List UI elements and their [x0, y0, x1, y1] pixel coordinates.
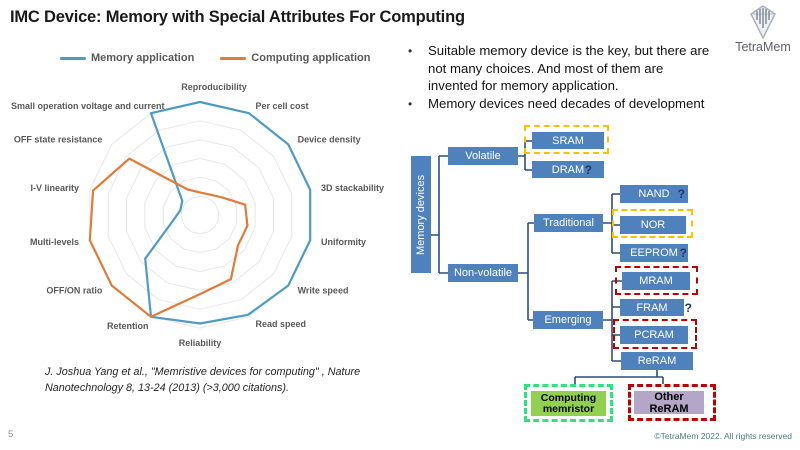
tree-node-label: NAND — [638, 188, 670, 200]
radar-axis-label: OFF state resistance — [14, 135, 103, 145]
copyright-text: ©TetraMem 2022. All rights reserved — [654, 431, 792, 441]
tree-node-label: FRAM — [636, 301, 668, 314]
highlight-frame-computing-memristor — [524, 384, 613, 422]
tree-node-traditional: Traditional — [534, 214, 603, 232]
radar-axis-label: Reliability — [179, 338, 222, 348]
bullet-list: Suitable memory device is the key, but t… — [398, 42, 734, 112]
radar-axis-label: 3D stackability — [321, 183, 384, 193]
legend-label-computing: Computing application — [251, 52, 371, 64]
radar-axis-label: Multi-levels — [30, 237, 79, 247]
citation-text: J. Joshua Yang et al., "Memristive devic… — [45, 366, 361, 394]
page-number: 5 — [8, 429, 14, 440]
legend-item-memory: Memory application — [60, 52, 194, 64]
bullet-item: Suitable memory device is the key, but t… — [398, 42, 734, 95]
highlight-frame-sram — [524, 125, 609, 154]
radar-axis-label: Per cell cost — [256, 101, 309, 111]
legend-label-memory: Memory application — [91, 52, 195, 64]
tree-node-other-reram: Other ReRAM — [634, 391, 704, 415]
chart-legend: Memory application Computing application — [60, 52, 370, 64]
tree-node-nand: NAND ? — [620, 185, 688, 203]
radar-axis-label: I-V linearity — [30, 183, 79, 193]
diamond-logo-icon — [750, 5, 776, 39]
radar-axis-label: Retention — [107, 321, 149, 331]
radar-axis-label: OFF/ON ratio — [46, 285, 103, 295]
tree-node-computing-memristor: Computing memristor — [531, 391, 606, 416]
highlight-frame-other-reram — [628, 384, 716, 421]
radar-axis-label: Read speed — [256, 319, 307, 329]
question-mark-dram: ? — [584, 162, 592, 177]
radar-axis-label: Small operation voltage and current — [11, 101, 165, 111]
tree-node-volatile: Volatile — [448, 147, 518, 165]
legend-swatch-computing — [220, 56, 247, 60]
tree-node-eeprom: EEPROM ? — [620, 244, 688, 262]
tetramem-logo: TetraMem — [734, 5, 792, 54]
tree-node-fram: FRAM ? — [620, 299, 692, 316]
tree-node-pcram: PCRAM — [620, 326, 688, 344]
tree-node-memory-devices: Memory devices — [411, 156, 431, 273]
tree-node-label: DRAM — [551, 163, 585, 176]
bullet-item: Memory devices need decades of developme… — [398, 95, 734, 112]
tree-node-reram: ReRAM — [621, 352, 693, 370]
question-mark-nand: ? — [677, 187, 685, 201]
highlight-frame-nor — [612, 209, 693, 238]
legend-item-computing: Computing application — [220, 52, 370, 64]
tree-node-dram: DRAM ? — [532, 161, 604, 178]
legend-swatch-memory — [60, 56, 86, 60]
radar-axis-label: Device density — [298, 135, 361, 145]
logo-text: TetraMem — [735, 40, 791, 54]
question-mark-fram: ? — [684, 300, 692, 315]
highlight-frame-mram — [615, 266, 698, 295]
tree-node-emerging: Emerging — [533, 311, 603, 329]
highlight-frame-pcram — [613, 319, 697, 349]
tree-node-sram: SRAM — [532, 132, 604, 149]
tree-node-nor: NOR — [620, 216, 686, 234]
tree-node-label: EEPROM — [630, 247, 678, 259]
question-mark-eeprom: ? — [679, 246, 687, 260]
slide-title: IMC Device: Memory with Special Attribut… — [10, 8, 465, 26]
tree-node-mram: MRAM — [622, 272, 690, 290]
radar-axis-label: Uniformity — [321, 237, 366, 247]
radar-axis-label: Write speed — [298, 285, 349, 295]
radar-axis-label: Reproducibility — [181, 82, 247, 92]
tree-node-non-volatile: Non-volatile — [448, 264, 518, 282]
